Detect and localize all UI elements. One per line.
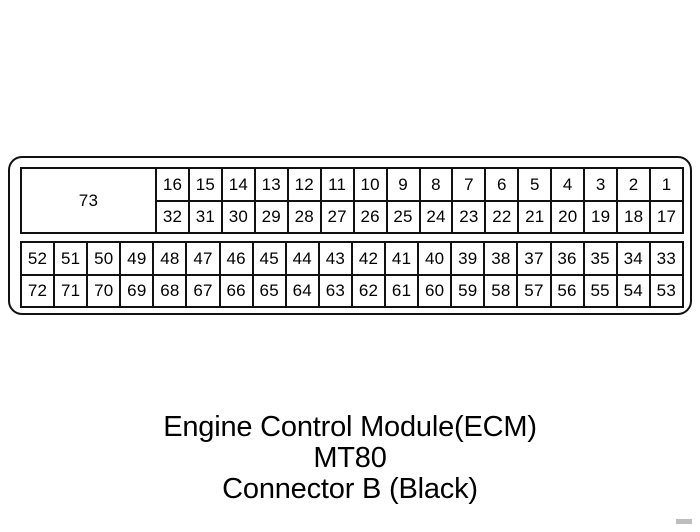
pin-cell-1: 1 <box>661 174 672 194</box>
pin-cell-53: 53 <box>656 281 676 301</box>
pin-cell-18: 18 <box>618 201 652 232</box>
pin-cell-73: 73 <box>22 169 157 232</box>
pin-cell-9: 9 <box>388 169 421 200</box>
pin-cell-19: 19 <box>585 201 619 232</box>
pin-cell-5: 5 <box>519 169 553 200</box>
pin-cell-25: 25 <box>388 201 421 232</box>
pin-cell-4: 4 <box>552 169 586 200</box>
pin-cell-3: 3 <box>585 169 619 200</box>
pin-cell-29: 29 <box>256 201 289 232</box>
pin-cell-38: 38 <box>485 243 519 274</box>
pin-cell-14: 14 <box>223 169 256 200</box>
pin-cell-45: 45 <box>254 243 287 274</box>
pin-cell-64: 64 <box>287 275 320 306</box>
pin-cell-47: 47 <box>187 243 221 274</box>
pin-cell-57: 57 <box>518 275 552 306</box>
pin-cell-7: 7 <box>453 169 487 200</box>
diagram-caption: Engine Control Module(ECM) MT80 Connecto… <box>0 412 700 505</box>
pin-cell-72: 72 <box>22 275 56 306</box>
pin-cell-41: 41 <box>386 243 420 274</box>
pin-cell-33: 33 <box>656 248 676 268</box>
caption-line-2: MT80 <box>313 442 387 474</box>
pin-cell-51: 51 <box>55 243 89 274</box>
page-edge-artifact <box>676 519 692 524</box>
pin-cell-31: 31 <box>190 201 223 232</box>
pin-cell-56: 56 <box>552 275 585 306</box>
pin-cell-52: 52 <box>22 243 56 274</box>
pin-cell-26: 26 <box>355 201 388 232</box>
pin-cell-55: 55 <box>585 275 618 306</box>
pin-cell-32: 32 <box>157 201 190 232</box>
pin-cell-71: 71 <box>55 275 89 306</box>
pin-cell-20: 20 <box>552 201 586 232</box>
pin-cell-65: 65 <box>254 275 287 306</box>
pin-cell-28: 28 <box>289 201 322 232</box>
pin-cell-6: 6 <box>486 169 520 200</box>
pin-cell-12: 12 <box>289 169 322 200</box>
pin-cell-58: 58 <box>485 275 519 306</box>
pin-cell-54: 54 <box>618 275 651 306</box>
pin-cell-22: 22 <box>486 201 520 232</box>
caption-line-1: Engine Control Module(ECM) <box>163 411 537 443</box>
pin-cell-69: 69 <box>121 275 155 306</box>
pin-cell-37: 37 <box>518 243 552 274</box>
pin-cell-46: 46 <box>221 243 254 274</box>
pin-cell-66: 66 <box>221 275 254 306</box>
pin-cell-60: 60 <box>419 275 453 306</box>
pin-cell-63: 63 <box>320 275 353 306</box>
pin-cell-49: 49 <box>121 243 155 274</box>
pin-cell-11: 11 <box>322 169 355 200</box>
pin-cell-44: 44 <box>287 243 320 274</box>
pin-cell-24: 24 <box>421 201 454 232</box>
pin-cell-8: 8 <box>421 169 454 200</box>
pin-cell-10: 10 <box>355 169 388 200</box>
pin-cell-13: 13 <box>256 169 289 200</box>
pin-cell-16: 16 <box>157 169 190 200</box>
pin-cell-27: 27 <box>322 201 355 232</box>
pin-cell-39: 39 <box>452 243 486 274</box>
pin-cell-50: 50 <box>88 243 122 274</box>
pin-cell-35: 35 <box>585 243 618 274</box>
caption-line-3: Connector B (Black) <box>222 473 478 505</box>
pin-cell-30: 30 <box>223 201 256 232</box>
pin-cell-62: 62 <box>353 275 387 306</box>
pin-cell-68: 68 <box>154 275 188 306</box>
pin-cell-2: 2 <box>618 169 652 200</box>
pin-cell-17: 17 <box>656 207 677 227</box>
pin-cell-23: 23 <box>453 201 487 232</box>
pin-cell-15: 15 <box>190 169 223 200</box>
pin-cell-70: 70 <box>88 275 122 306</box>
pin-cell-21: 21 <box>519 201 553 232</box>
pin-cell-59: 59 <box>452 275 486 306</box>
pin-cell-36: 36 <box>552 243 585 274</box>
pin-cell-48: 48 <box>154 243 188 274</box>
pin-cell-61: 61 <box>386 275 420 306</box>
pin-cell-40: 40 <box>419 243 453 274</box>
pin-cell-42: 42 <box>353 243 387 274</box>
pin-cell-67: 67 <box>187 275 221 306</box>
pin-cell-43: 43 <box>320 243 353 274</box>
pin-cell-34: 34 <box>618 243 651 274</box>
